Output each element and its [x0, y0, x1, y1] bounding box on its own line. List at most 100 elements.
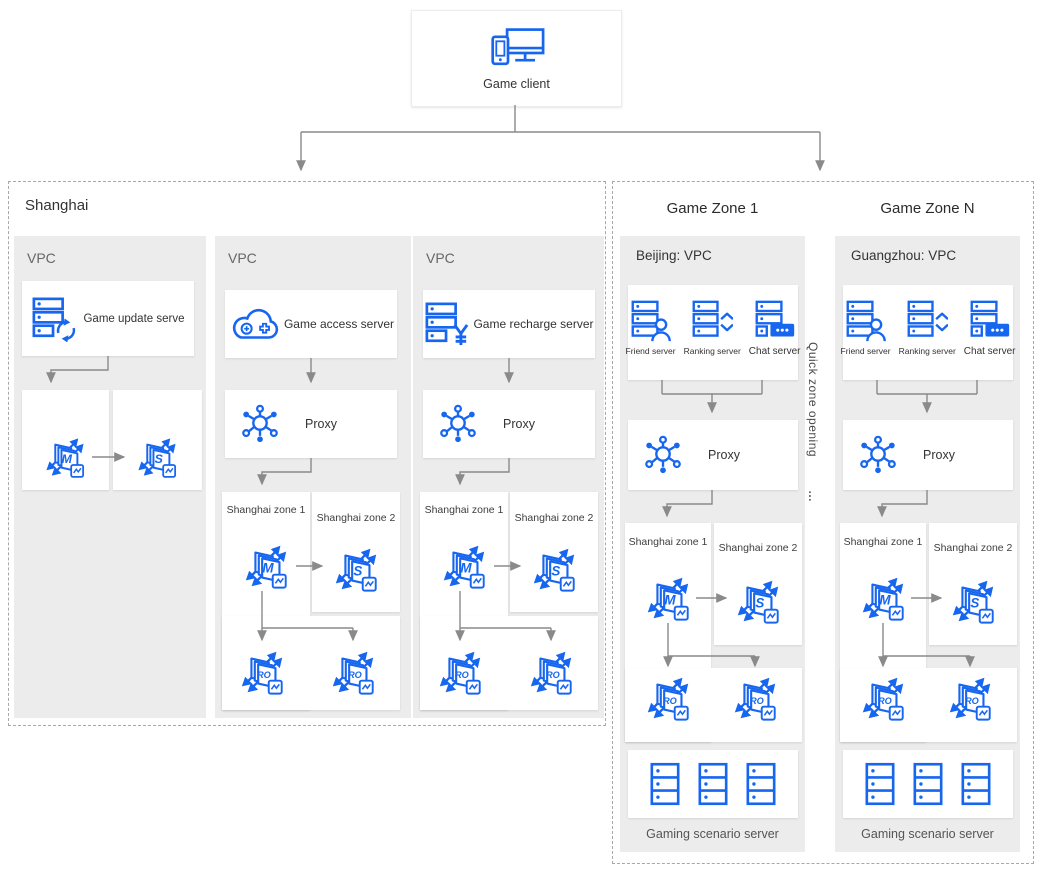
zone1-label: Shanghai zone 1 — [628, 536, 708, 548]
guangzhou-ro-box — [840, 668, 1017, 742]
gaming-scenario-label: Gaming scenario server — [646, 827, 779, 841]
db-slave-icon: S — [331, 544, 381, 594]
guangzhou-vpc-label: Guangzhou: VPC — [851, 248, 957, 263]
db-readonly-icon: RO — [858, 673, 908, 723]
db-readonly-icon: RO — [435, 647, 485, 697]
game-recharge-server-label: Game recharge server — [473, 317, 594, 331]
beijing-scenario-box — [628, 750, 798, 818]
proxy-label: Proxy — [708, 448, 740, 462]
ranking-server-node: Ranking server — [899, 299, 956, 356]
vpc-access-label: VPC — [228, 250, 257, 266]
guangzhou-servers-box: Friend server Ranking server Chat server — [841, 285, 1016, 380]
game-zone1-title: Game Zone 1 — [666, 200, 759, 217]
db-readonly-icon: RO — [643, 673, 693, 723]
quick-zone-dots: … — [806, 490, 820, 503]
svg-text:M: M — [664, 593, 676, 608]
friend-server-node: Friend server — [841, 299, 891, 356]
server-yen-icon — [424, 301, 470, 347]
vpc-update-label: VPC — [27, 250, 56, 266]
zone2-label: Shanghai zone 2 — [316, 512, 396, 524]
proxy-node-access: Proxy — [225, 390, 397, 458]
server-icon — [912, 762, 944, 806]
svg-text:RO: RO — [257, 670, 271, 680]
db-master-icon: M — [643, 573, 693, 623]
ranking-server-icon — [691, 299, 733, 343]
svg-text:M: M — [460, 561, 472, 576]
game-update-server-label: Game update serve — [83, 312, 185, 325]
svg-text:S: S — [970, 596, 979, 611]
zone2-label: Shanghai zone 2 — [718, 542, 798, 554]
svg-text:RO: RO — [546, 670, 560, 680]
svg-text:M: M — [262, 561, 274, 576]
svg-text:RO: RO — [348, 670, 362, 680]
friend-server-icon — [630, 299, 672, 343]
db-slave-icon: S — [134, 434, 180, 480]
proxy-icon — [239, 403, 281, 445]
zone2-label: Shanghai zone 2 — [514, 512, 594, 524]
server-icon — [960, 762, 992, 806]
db-readonly-icon: RO — [526, 647, 576, 697]
shanghai-region — [8, 181, 606, 726]
svg-text:RO: RO — [663, 696, 677, 706]
proxy-node-recharge: Proxy — [423, 390, 595, 458]
proxy-label: Proxy — [503, 417, 535, 431]
gaming-scenario-label: Gaming scenario server — [861, 827, 994, 841]
db-slave-icon: S — [529, 544, 579, 594]
svg-text:RO: RO — [455, 670, 469, 680]
db-master-icon: M — [439, 541, 489, 591]
chat-server-node: Chat server — [748, 299, 801, 357]
zone1-label: Shanghai zone 1 — [424, 504, 504, 516]
game-client-label: Game client — [483, 77, 550, 91]
server-refresh-icon — [31, 296, 77, 342]
proxy-label: Proxy — [923, 448, 955, 462]
svg-text:S: S — [755, 596, 764, 611]
db-readonly-icon: RO — [237, 647, 287, 697]
ranking-server-label: Ranking server — [683, 346, 741, 356]
server-icon — [864, 762, 896, 806]
ranking-server-node: Ranking server — [684, 299, 741, 356]
vpc-recharge-label: VPC — [426, 250, 455, 266]
proxy-icon — [437, 403, 479, 445]
game-update-server-node: Game update serve — [22, 281, 194, 356]
friend-server-icon — [845, 299, 887, 343]
shanghai-region-title: Shanghai — [25, 197, 89, 214]
proxy-node-beijing: Proxy — [628, 420, 798, 490]
vpc-update-zone1-box — [22, 390, 109, 490]
beijing-vpc-label: Beijing: VPC — [636, 248, 712, 263]
svg-text:S: S — [551, 564, 560, 579]
zone1-label: Shanghai zone 1 — [843, 536, 923, 548]
game-access-server-label: Game access server — [283, 317, 395, 331]
friend-server-node: Friend server — [626, 299, 676, 356]
friend-server-label: Friend server — [625, 346, 676, 356]
proxy-icon — [857, 434, 899, 476]
db-slave-icon: S — [733, 576, 783, 626]
chat-server-label: Chat server — [748, 346, 801, 357]
beijing-ro-box — [625, 668, 802, 742]
db-readonly-icon: RO — [945, 673, 995, 723]
chat-server-label: Chat server — [963, 346, 1016, 357]
svg-text:M: M — [62, 452, 73, 466]
db-readonly-icon: RO — [328, 647, 378, 697]
game-access-server-node: Game access server — [225, 290, 397, 358]
game-client-icon — [488, 26, 546, 71]
chat-server-node: Chat server — [963, 299, 1016, 357]
cloud-game-icon — [228, 305, 282, 344]
db-slave-icon: S — [948, 576, 998, 626]
svg-text:M: M — [879, 593, 891, 608]
proxy-icon — [642, 434, 684, 476]
ranking-server-label: Ranking server — [898, 346, 956, 356]
db-readonly-icon: RO — [730, 673, 780, 723]
guangzhou-scenario-box — [843, 750, 1013, 818]
db-master-icon: M — [858, 573, 908, 623]
db-master-icon: M — [42, 434, 88, 480]
server-icon — [649, 762, 681, 806]
friend-server-label: Friend server — [840, 346, 891, 356]
quick-zone-opening-label: Quick zone opening — [806, 342, 820, 458]
game-recharge-server-node: Game recharge server — [423, 290, 595, 358]
vpc-update-zone2-box — [113, 390, 202, 490]
game-client-node: Game client — [411, 10, 622, 107]
ranking-server-icon — [906, 299, 948, 343]
game-zones-region — [612, 181, 1034, 864]
chat-server-icon — [969, 299, 1011, 343]
